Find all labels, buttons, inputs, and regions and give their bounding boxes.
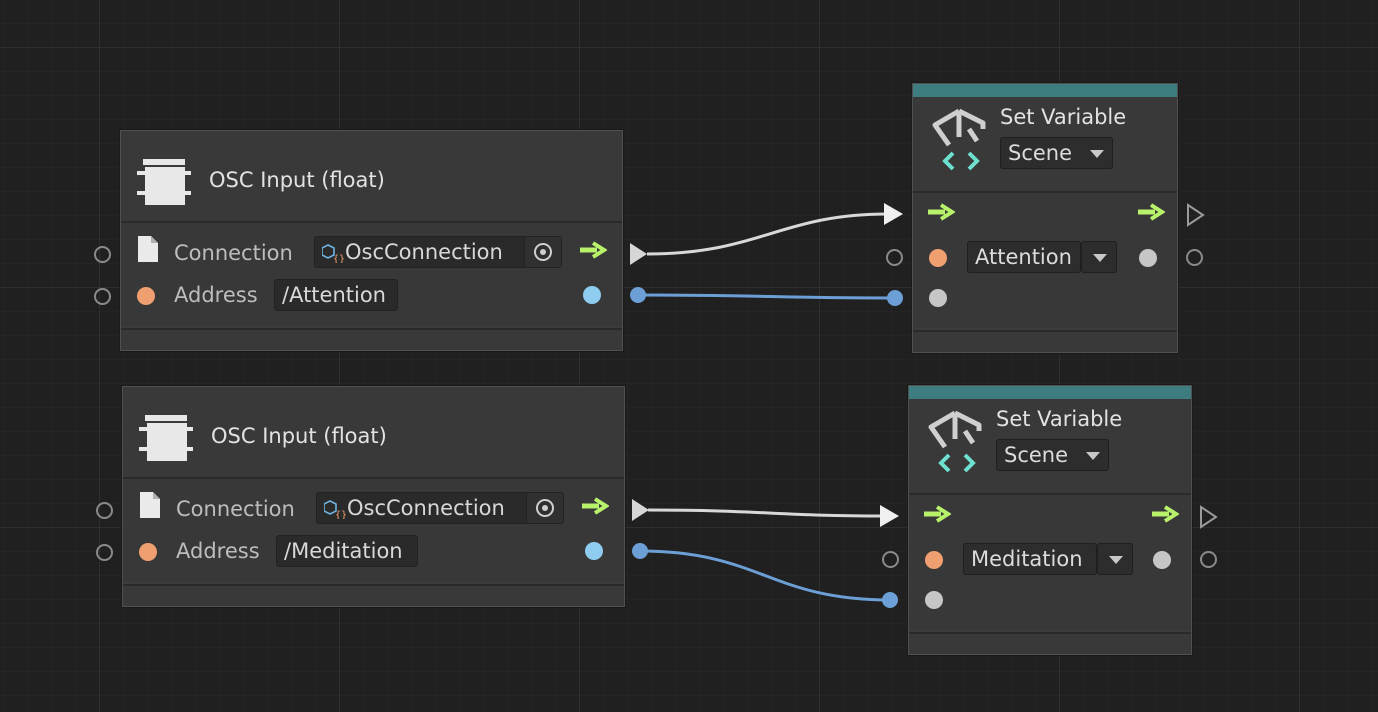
variable-name-value: Meditation bbox=[971, 547, 1083, 571]
object-picker-button[interactable] bbox=[524, 237, 561, 267]
address-label: Address bbox=[174, 283, 258, 307]
flow-wire-1 bbox=[646, 212, 889, 256]
data-wire-1-end bbox=[887, 290, 903, 306]
node-header[interactable]: Set Variable Scene bbox=[913, 97, 1177, 193]
object-picker-button[interactable] bbox=[526, 493, 563, 523]
connection-field[interactable]: {} OscConnection bbox=[314, 236, 562, 268]
node-body: Connection {} OscConnection Address /Med… bbox=[123, 479, 624, 582]
variable-name-field[interactable]: Attention bbox=[967, 241, 1081, 273]
address-external-port[interactable] bbox=[96, 544, 113, 561]
node-body: Attention bbox=[913, 193, 1177, 328]
connection-value: OscConnection bbox=[345, 240, 503, 264]
target-icon bbox=[534, 243, 552, 261]
flow-out-port-1 bbox=[630, 243, 647, 265]
svg-text:{}: {} bbox=[335, 510, 346, 519]
node-header[interactable]: OSC Input (float) bbox=[123, 387, 624, 479]
flow-in-port-1 bbox=[884, 203, 903, 225]
file-icon bbox=[140, 492, 160, 518]
variable-kind-value: Scene bbox=[1008, 141, 1073, 165]
variable-kind-dropdown[interactable]: Scene bbox=[1000, 137, 1113, 169]
svg-text:{}: {} bbox=[333, 254, 344, 263]
flow-in-arrow-icon bbox=[924, 505, 951, 523]
flow-out-port-2 bbox=[632, 499, 649, 521]
variable-name-value: Attention bbox=[975, 245, 1072, 269]
float-output-port[interactable] bbox=[585, 542, 603, 560]
node-header-accent bbox=[909, 386, 1191, 399]
data-wire-1-start bbox=[630, 287, 646, 303]
node-title: OSC Input (float) bbox=[209, 168, 385, 192]
node-header-accent bbox=[913, 84, 1177, 97]
connection-label: Connection bbox=[174, 241, 293, 265]
name-external-port[interactable] bbox=[882, 551, 899, 568]
script-asset-icon: {} bbox=[324, 500, 346, 519]
node-title: Set Variable bbox=[1000, 105, 1127, 129]
connection-label: Connection bbox=[176, 497, 295, 521]
value-input-port[interactable] bbox=[929, 289, 947, 307]
variable-name-dropdown-button[interactable] bbox=[1081, 241, 1117, 273]
node-footer bbox=[123, 584, 624, 606]
variable-name-field[interactable]: Meditation bbox=[963, 543, 1097, 575]
node-header[interactable]: Set Variable Scene bbox=[909, 399, 1191, 495]
flow-in-arrow-icon bbox=[928, 203, 955, 221]
set-variable-node-2[interactable]: Set Variable Scene Meditation bbox=[908, 385, 1192, 655]
chevron-down-icon bbox=[1086, 452, 1100, 460]
unity-variable-icon bbox=[932, 108, 986, 171]
chevron-down-icon bbox=[1093, 254, 1107, 262]
name-external-port[interactable] bbox=[886, 249, 903, 266]
flow-out-arrow-icon bbox=[1138, 203, 1165, 221]
data-wire-2-start bbox=[632, 543, 648, 559]
address-input-port[interactable] bbox=[139, 543, 157, 561]
value-input-port[interactable] bbox=[925, 591, 943, 609]
target-icon bbox=[536, 499, 554, 517]
float-output-port[interactable] bbox=[583, 286, 601, 304]
unity-variable-icon bbox=[928, 410, 982, 473]
flow-wire-2 bbox=[647, 508, 885, 518]
file-icon bbox=[138, 236, 158, 262]
address-external-port[interactable] bbox=[94, 288, 111, 305]
value-external-output-port[interactable] bbox=[1186, 249, 1203, 266]
data-wire-2 bbox=[639, 549, 891, 602]
connection-external-port[interactable] bbox=[96, 502, 113, 519]
osc-input-node-1[interactable]: OSC Input (float) Connection {} OscConne… bbox=[120, 130, 623, 351]
flow-in-port-2 bbox=[880, 505, 899, 527]
variable-kind-value: Scene bbox=[1004, 443, 1069, 467]
chevron-down-icon bbox=[1090, 150, 1104, 158]
set-variable-node-1[interactable]: Set Variable Scene Attention bbox=[912, 83, 1178, 353]
value-output-port[interactable] bbox=[1139, 249, 1157, 267]
node-header[interactable]: OSC Input (float) bbox=[121, 131, 622, 223]
connection-field[interactable]: {} OscConnection bbox=[316, 492, 564, 524]
node-body: Meditation bbox=[909, 495, 1191, 630]
variable-kind-dropdown[interactable]: Scene bbox=[996, 439, 1109, 471]
chevron-down-icon bbox=[1109, 556, 1123, 564]
node-footer bbox=[909, 632, 1191, 654]
set-flow-out-port-1 bbox=[1187, 203, 1205, 227]
value-external-output-port[interactable] bbox=[1200, 551, 1217, 568]
flow-arrow-icon bbox=[580, 241, 607, 259]
script-icon bbox=[137, 159, 191, 205]
script-icon bbox=[139, 415, 193, 461]
name-input-port[interactable] bbox=[925, 551, 943, 569]
data-wire-1 bbox=[637, 293, 896, 300]
address-label: Address bbox=[176, 539, 260, 563]
set-flow-out-port-2 bbox=[1200, 505, 1218, 529]
node-body: Connection {} OscConnection Address /Att… bbox=[121, 223, 622, 326]
connection-external-port[interactable] bbox=[94, 246, 111, 263]
address-field[interactable]: /Meditation bbox=[276, 535, 418, 567]
address-field[interactable]: /Attention bbox=[274, 279, 398, 311]
address-input-port[interactable] bbox=[137, 287, 155, 305]
node-footer bbox=[913, 330, 1177, 352]
data-wire-2-end bbox=[882, 592, 898, 608]
node-title: OSC Input (float) bbox=[211, 424, 387, 448]
node-footer bbox=[121, 328, 622, 350]
flow-arrow-icon bbox=[582, 497, 609, 515]
script-asset-icon: {} bbox=[322, 244, 344, 263]
flow-out-arrow-icon bbox=[1152, 505, 1179, 523]
variable-name-dropdown-button[interactable] bbox=[1097, 543, 1133, 575]
node-title: Set Variable bbox=[996, 407, 1123, 431]
value-output-port[interactable] bbox=[1153, 551, 1171, 569]
connection-value: OscConnection bbox=[347, 496, 505, 520]
name-input-port[interactable] bbox=[929, 249, 947, 267]
osc-input-node-2[interactable]: OSC Input (float) Connection {} OscConne… bbox=[122, 386, 625, 607]
